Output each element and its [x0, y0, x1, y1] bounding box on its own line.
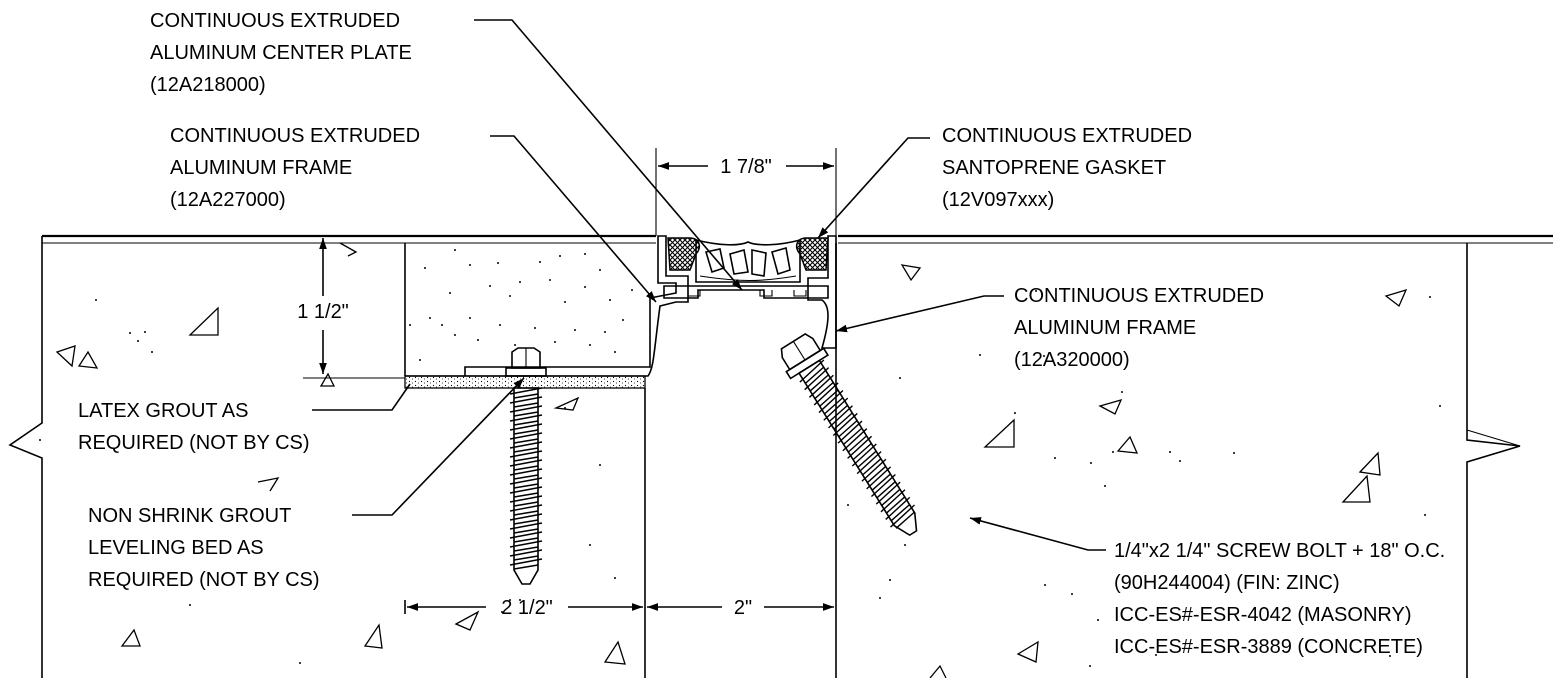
thread-mark — [509, 414, 543, 426]
thread-mark — [842, 428, 868, 453]
thread-mark — [509, 468, 543, 480]
left-screw-bolt — [505, 347, 547, 585]
center-plate-feet — [687, 290, 807, 297]
thread-mark — [509, 522, 543, 534]
thread-mark — [828, 405, 853, 430]
thread-mark — [509, 405, 543, 417]
callout-gasket: CONTINUOUS EXTRUDED SANTOPRENE GASKET (1… — [942, 125, 1198, 211]
thread-mark — [509, 495, 543, 507]
latex-grout-bed — [404, 375, 646, 389]
thread-mark — [866, 466, 892, 491]
dim-joint-width-label: 2" — [734, 597, 752, 619]
thread-mark — [509, 387, 543, 399]
left-slab — [8, 234, 656, 678]
thread-mark — [509, 477, 543, 489]
left-aluminum-frame — [405, 235, 689, 377]
thread-mark — [799, 359, 825, 384]
thread-mark — [875, 481, 901, 506]
thread-mark — [509, 513, 543, 525]
thread-mark — [509, 558, 543, 570]
thread-mark — [509, 441, 543, 453]
thread-mark — [813, 382, 839, 407]
thread-mark — [509, 540, 543, 552]
dim-gap-width-label: 1 7/8" — [720, 156, 772, 178]
dim-frame-height-label: 1 1/2" — [297, 301, 349, 323]
thread-mark — [870, 473, 896, 499]
dimension-frame-height: 1 1/2" — [297, 238, 405, 379]
thread-mark — [808, 374, 834, 400]
right-screw-bolt — [780, 332, 918, 537]
thread-mark — [856, 451, 882, 476]
right-aluminum-frame — [807, 235, 837, 349]
dimension-block-width: 2 1/2" — [407, 597, 643, 619]
nonshrink-grout-speckles — [409, 249, 633, 361]
santoprene-gasket — [667, 237, 829, 283]
dimension-joint-width: 2" — [647, 597, 834, 619]
callout-latex-grout: LATEX GROUT AS REQUIRED (NOT BY CS) — [78, 400, 310, 454]
right-slab — [835, 234, 1553, 678]
dimension-gap-width: 1 7/8" — [655, 148, 837, 236]
thread-mark — [861, 458, 887, 484]
thread-mark — [509, 531, 543, 543]
thread-mark — [885, 496, 911, 522]
thread-mark — [890, 504, 915, 529]
thread-mark — [823, 397, 849, 423]
thread-mark — [509, 432, 543, 444]
concrete-speckles — [39, 290, 1441, 667]
thread-mark — [509, 459, 543, 471]
thread-mark — [509, 450, 543, 462]
thread-mark — [847, 435, 873, 461]
thread-mark — [818, 390, 844, 415]
leader-lines — [312, 19, 1106, 551]
dim-block-width-label: 2 1/2" — [501, 597, 553, 619]
thread-mark — [509, 549, 543, 561]
thread-mark — [880, 489, 906, 514]
thread-mark — [509, 504, 543, 516]
concrete-aggregate-marks — [55, 242, 1408, 678]
thread-mark — [837, 420, 863, 445]
callout-screw-bolt: 1/4"x2 1/4" SCREW BOLT + 18" O.C. (90H24… — [1114, 540, 1451, 658]
callout-nonshrink-grout: NON SHRINK GROUT LEVELING BED AS REQUIRE… — [88, 505, 320, 591]
thread-mark — [509, 486, 543, 498]
callout-frame-right: CONTINUOUS EXTRUDED ALUMINUM FRAME (12A3… — [1014, 285, 1270, 371]
thread-mark — [509, 396, 543, 408]
center-aluminum-plate — [663, 285, 829, 299]
callout-frame-left: CONTINUOUS EXTRUDED ALUMINUM FRAME (12A2… — [170, 125, 426, 211]
thread-mark — [832, 412, 858, 438]
thread-mark — [509, 423, 543, 435]
callout-center-plate: CONTINUOUS EXTRUDED ALUMINUM CENTER PLAT… — [150, 10, 417, 96]
thread-mark — [851, 443, 877, 468]
thread-mark — [804, 367, 830, 392]
